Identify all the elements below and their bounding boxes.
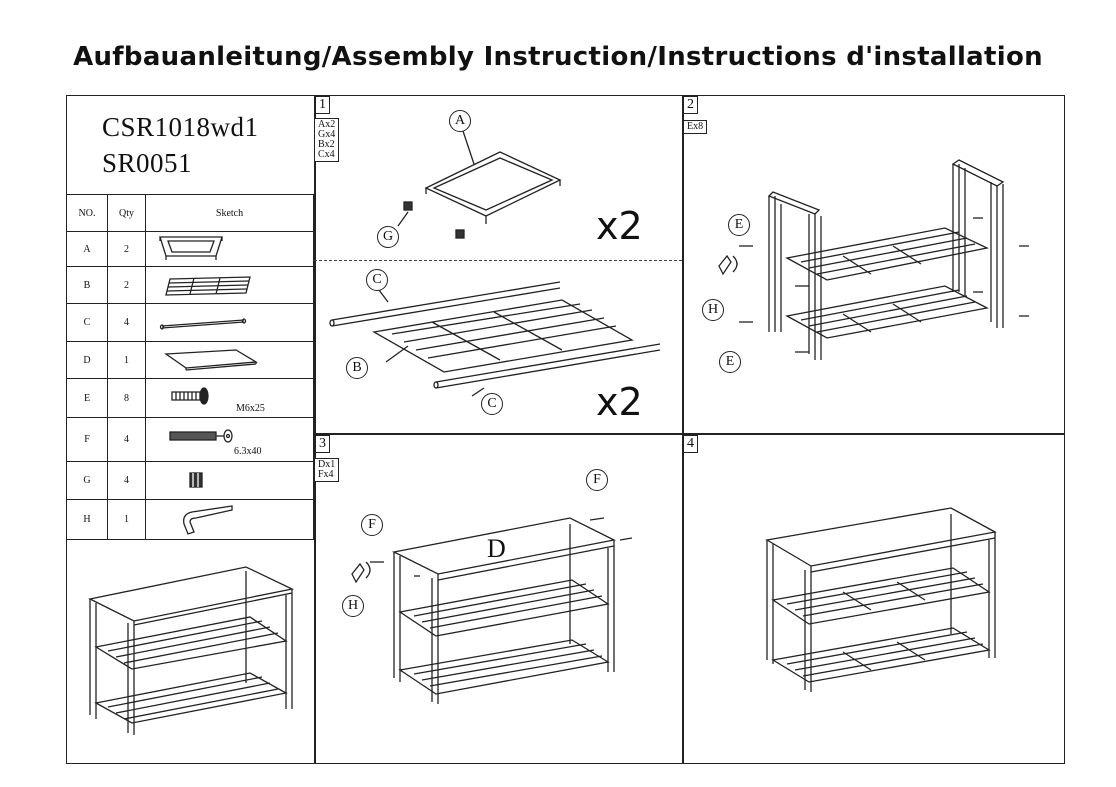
table-row: C 4: [66, 303, 314, 342]
step-1-part: Cx4: [318, 149, 335, 160]
callout-h-step3: H: [342, 595, 364, 617]
table-row: G 4: [66, 461, 314, 500]
step-3-part: Dx1: [318, 459, 336, 470]
part-no: D: [66, 341, 108, 379]
callout-e-top: E: [728, 214, 750, 236]
step-1-part: Gx4: [318, 129, 336, 140]
part-qty: 4: [107, 417, 146, 462]
sketch-bolt-e: M6x25: [145, 378, 314, 418]
divider-left: [314, 95, 316, 764]
part-qty: 1: [107, 499, 146, 540]
sketch-rod-c: [145, 303, 314, 342]
table-row: F 4 6.3x40: [66, 417, 314, 462]
part-qty: 4: [107, 461, 146, 500]
callout-c-bottom: C: [481, 393, 503, 415]
part-no: G: [66, 461, 108, 500]
callout-e-bottom: E: [719, 351, 741, 373]
screw-icon: [169, 429, 233, 443]
part-no: C: [66, 303, 108, 342]
part-no: F: [66, 417, 108, 462]
step-1-parts-list: Ax2 Gx4 Bx2 Cx4: [314, 118, 340, 162]
part-qty: 1: [107, 341, 146, 379]
hex-key-icon: [183, 505, 233, 535]
rod-icon: [159, 318, 247, 330]
part-no: H: [66, 499, 108, 540]
page-title: Aufbauanleitung/Assembly Instruction/Ins…: [73, 42, 1043, 72]
step-1-number: 1: [315, 96, 330, 114]
screw-size: 6.3x40: [234, 446, 262, 457]
step-1-part: Bx2: [318, 139, 335, 150]
part-qty: 4: [107, 303, 146, 342]
frame-a-icon: [159, 236, 223, 260]
table-row: D 1: [66, 341, 314, 379]
table-row: A 2: [66, 231, 314, 267]
parts-header-row: NO. Qty Sketch: [66, 194, 314, 232]
part-no: A: [66, 231, 108, 267]
divider-middle: [682, 95, 684, 764]
step-1-multiplier-shelf: x2: [596, 380, 643, 424]
callout-b: B: [346, 357, 368, 379]
step-1-shelf-drawing: [329, 281, 661, 397]
step-3-parts-list: Dx1 Fx4: [314, 458, 340, 482]
callout-f-right: F: [586, 469, 608, 491]
sketch-foot-g: [145, 461, 314, 500]
bolt-size: M6x25: [236, 403, 265, 414]
sketch-shelf-b: [145, 266, 314, 304]
part-qty: 2: [107, 266, 146, 304]
step-2-assembly-drawing: [718, 159, 1029, 360]
model-code-2: SR0051: [102, 148, 193, 178]
callout-h: H: [702, 299, 724, 321]
step-1-part: Ax2: [318, 119, 336, 130]
model-code-1: CSR1018wd1: [102, 112, 259, 142]
part-no: E: [66, 378, 108, 418]
table-row: B 2: [66, 266, 314, 304]
part-qty: 2: [107, 231, 146, 267]
header-sketch: Sketch: [145, 194, 314, 232]
header-qty: Qty: [107, 194, 146, 232]
step-2-part: Ex8: [687, 121, 704, 132]
step-1-multiplier-frame: x2: [596, 204, 643, 248]
callout-a: A: [449, 110, 471, 132]
part-no: B: [66, 266, 108, 304]
divider-horizontal: [314, 433, 1065, 435]
step-2-number: 2: [683, 96, 698, 114]
step-3-number: 3: [315, 435, 330, 453]
step-3-assembly-drawing: [351, 517, 633, 704]
sketch-panel-d: [145, 341, 314, 379]
overview-assembled-shelf: [88, 566, 295, 735]
header-no: NO.: [66, 194, 108, 232]
part-qty: 8: [107, 378, 146, 418]
step-4-number: 4: [683, 435, 698, 453]
callout-g: G: [377, 226, 399, 248]
bolt-icon: [171, 387, 209, 405]
wire-shelf-icon: [165, 276, 251, 296]
table-row: H 1: [66, 499, 314, 540]
sketch-frame-a: [145, 231, 314, 267]
step-2-parts-list: Ex8: [683, 120, 708, 134]
callout-f-left: F: [361, 514, 383, 536]
step-3-part: Fx4: [318, 469, 334, 480]
table-row: E 8 M6x25: [66, 378, 314, 418]
panel-label-d: D: [487, 534, 506, 563]
sketch-screw-f: 6.3x40: [145, 417, 314, 462]
parts-table: NO. Qty Sketch A 2 B 2 C 4: [66, 194, 314, 540]
divider-step1: [314, 260, 682, 261]
top-panel-icon: [164, 349, 259, 371]
step-4-finished-drawing: [765, 507, 997, 692]
leveling-foot-icon: [189, 472, 203, 488]
callout-c-top: C: [366, 269, 388, 291]
sketch-hex-key-h: [145, 499, 314, 540]
